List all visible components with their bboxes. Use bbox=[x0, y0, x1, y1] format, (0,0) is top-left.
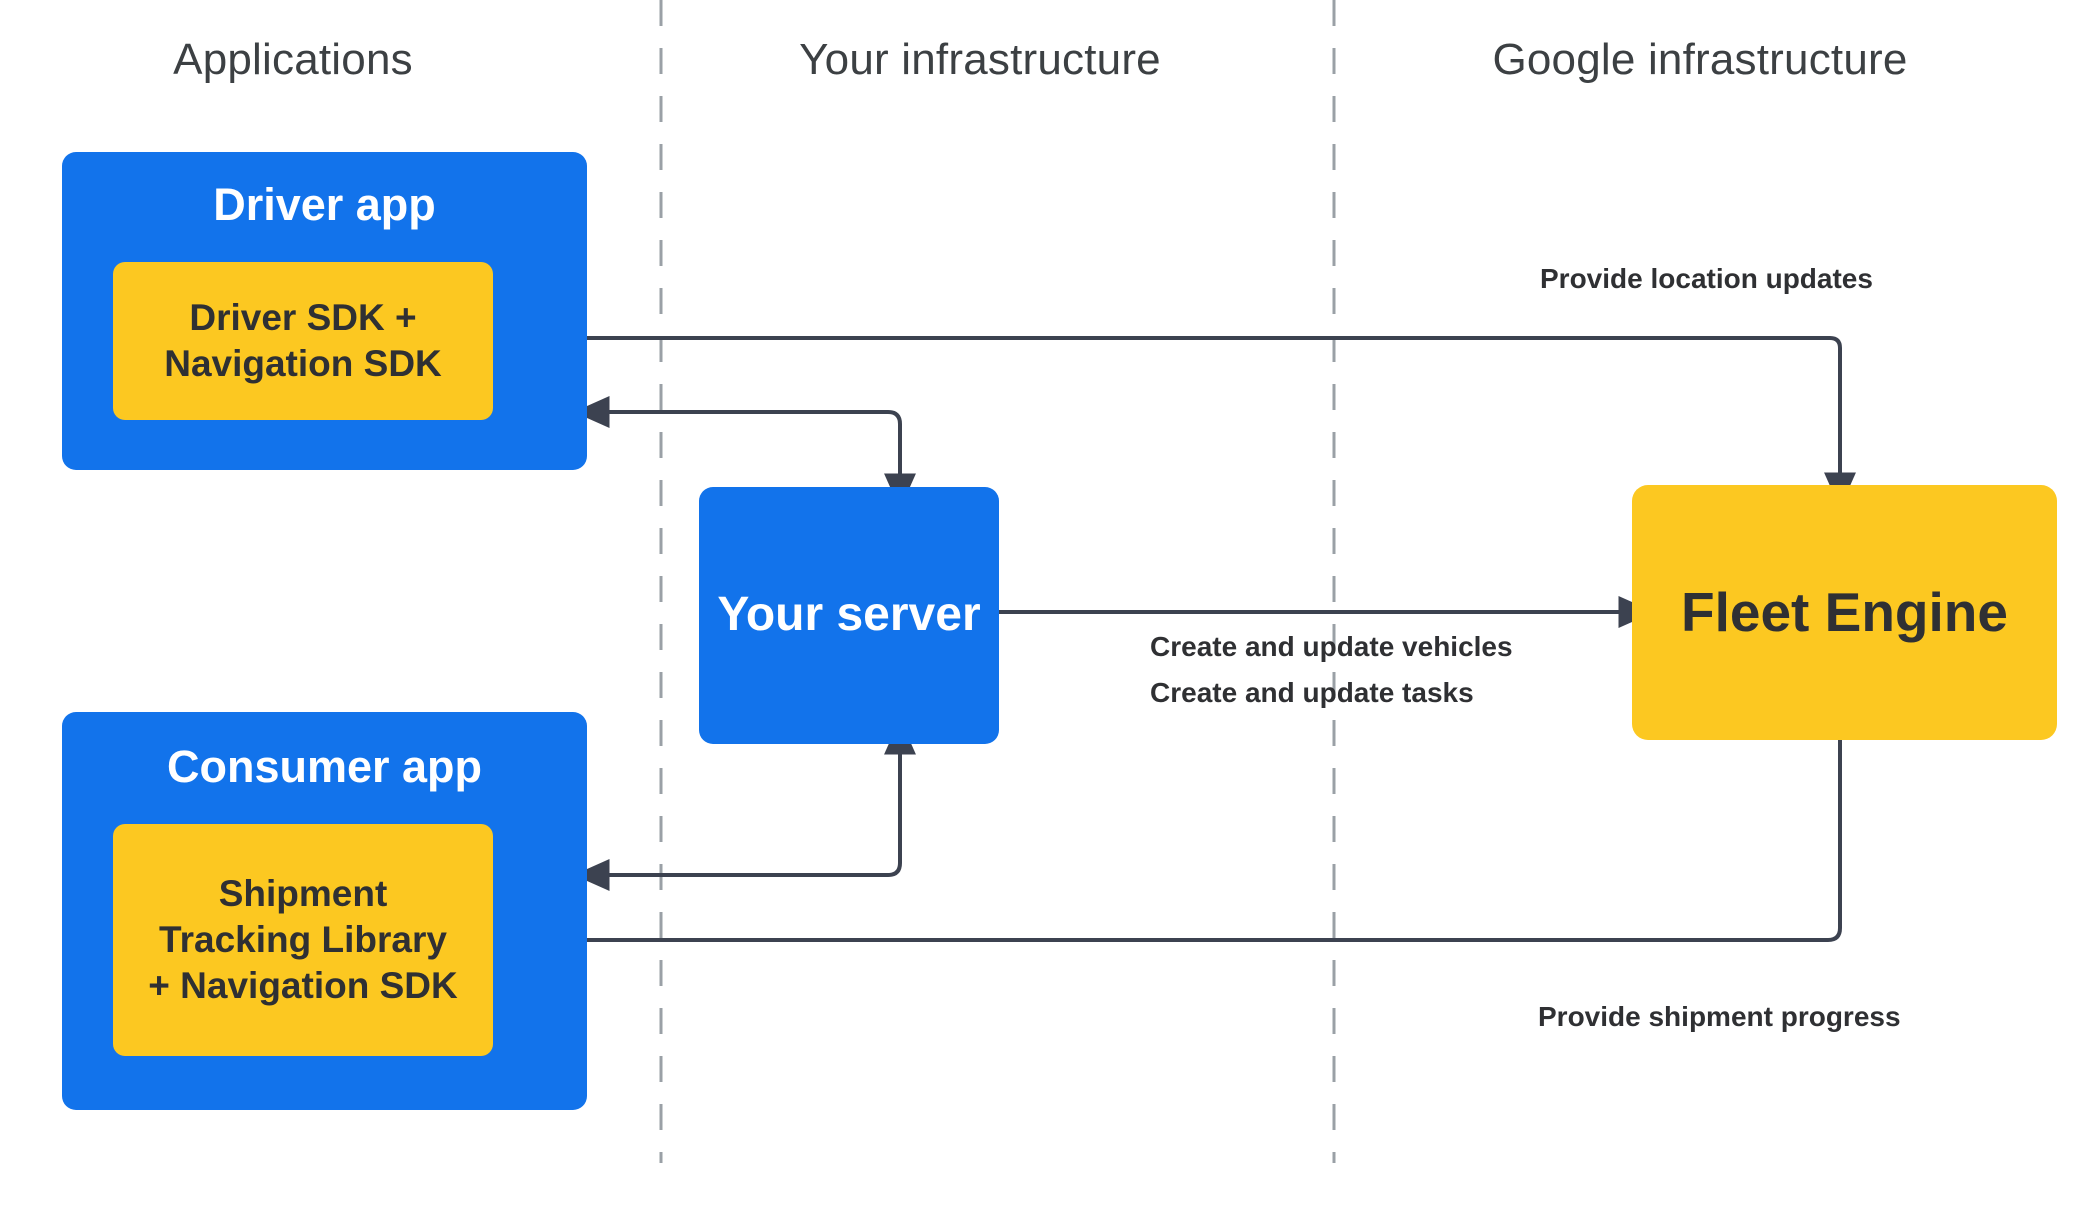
edge-label-provide-location-updates: Provide location updates bbox=[1540, 263, 1873, 294]
column-header-applications: Applications bbox=[173, 35, 413, 84]
column-header-google-infrastructure: Google infrastructure bbox=[1492, 35, 1908, 84]
edge-fleet-engine-to-shipment-tracking bbox=[533, 740, 1842, 956]
driver-app-card[interactable]: Driver app Driver SDK +Navigation SDK bbox=[62, 152, 587, 470]
edge-label-create-and-update-vehicles: Create and update vehicles bbox=[1150, 631, 1513, 662]
driver-app-title: Driver app bbox=[213, 179, 436, 230]
edge-label-provide-shipment-progress: Provide shipment progress bbox=[1538, 1001, 1901, 1032]
edge-label-create-and-update-tasks: Create and update tasks bbox=[1150, 677, 1474, 708]
driver-sdk-card[interactable]: Driver SDK +Navigation SDK bbox=[113, 262, 493, 420]
edge-your-server-to-driver-app bbox=[573, 396, 902, 486]
fleet-engine-card[interactable]: Fleet Engine bbox=[1632, 485, 2057, 740]
edge-fleet-engine-to-driver-sdk bbox=[539, 322, 1842, 485]
column-header-your-infrastructure: Your infrastructure bbox=[799, 35, 1161, 84]
consumer-app-title: Consumer app bbox=[166, 741, 483, 792]
your-server-card[interactable]: Your server bbox=[699, 487, 999, 744]
edge-consumer-app-to-your-server bbox=[600, 718, 916, 877]
